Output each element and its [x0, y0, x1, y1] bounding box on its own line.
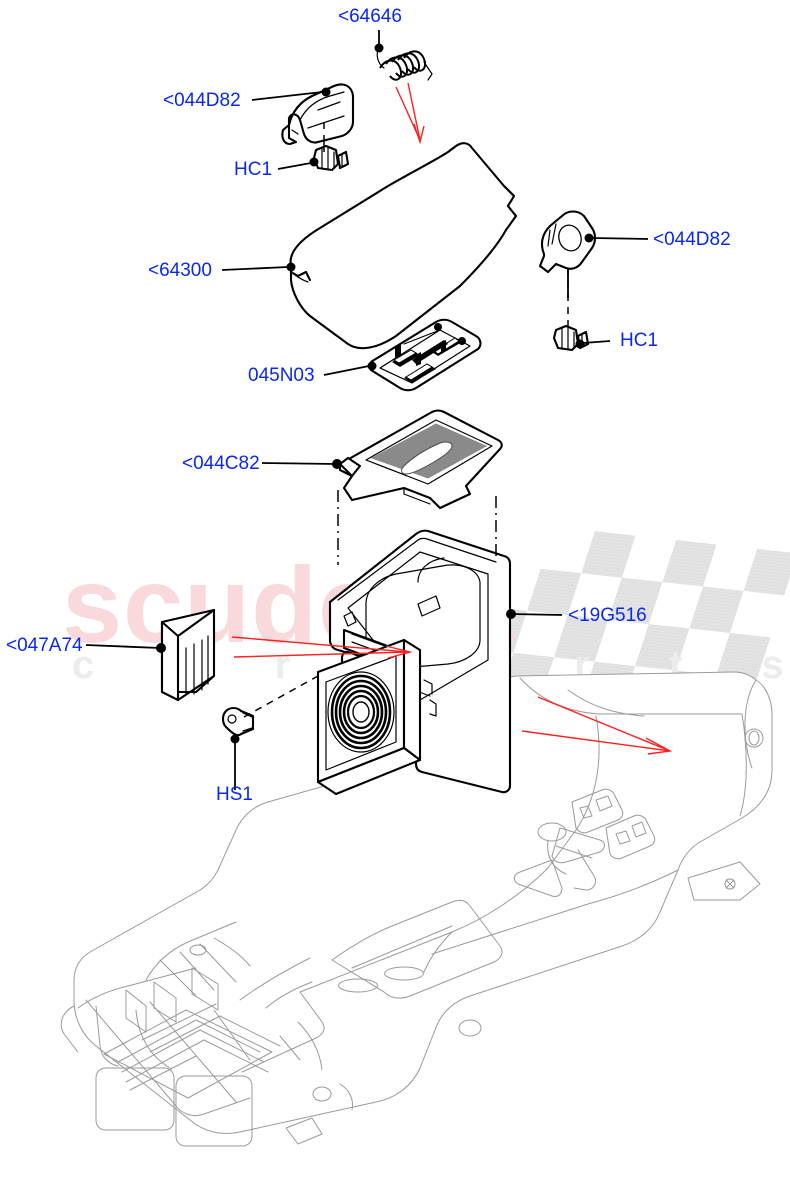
link-line-screw: [243, 675, 319, 718]
callout-label-64646[interactable]: <64646: [338, 6, 402, 27]
part-hinge-cover-left: [281, 83, 355, 146]
leader-64300: [221, 266, 289, 271]
highlight-arrow-lower: [521, 696, 673, 755]
callout-label-19g516[interactable]: <19G516: [568, 605, 647, 626]
callout-label-047a74[interactable]: <047A74: [6, 635, 83, 656]
part-armrest-lid: [286, 142, 518, 350]
speaker-cone-icon: [327, 671, 395, 753]
part-screw: [221, 706, 255, 744]
console-switch-panel: [331, 899, 503, 999]
callout-label-044c82[interactable]: <044C82: [182, 453, 260, 474]
leader-hc1-right: [582, 340, 611, 344]
console-gear-lever: [513, 788, 656, 897]
highlight-arrow-latch: [231, 636, 413, 659]
part-mounting-plate: [367, 318, 482, 392]
anchor-dot-047a74: [156, 643, 166, 653]
callout-labels: <64646 <044D82 HC1 <64300 <044D82 HC1 04…: [6, 6, 731, 805]
part-hinge-cover-right: [538, 210, 597, 274]
leader-044c82: [261, 462, 337, 465]
callout-label-045n03[interactable]: 045N03: [248, 365, 315, 386]
leader-044d82-left: [251, 91, 323, 101]
part-clip-right: [552, 324, 590, 352]
leader-hc1-left: [277, 162, 312, 170]
part-trim-panel: [338, 409, 503, 510]
callout-label-hs1[interactable]: HS1: [216, 784, 253, 805]
leader-044d82-right: [591, 237, 649, 240]
anchor-dot-044c82: [332, 459, 342, 469]
part-clip-left: [309, 144, 350, 172]
leader-19g516: [510, 613, 563, 616]
anchor-dot-19g516: [506, 609, 516, 619]
leader-047a74: [85, 644, 161, 649]
callout-label-044d82-right[interactable]: <044D82: [653, 229, 731, 250]
highlight-arrow-spring: [395, 82, 425, 145]
callout-label-64300[interactable]: <64300: [148, 260, 212, 281]
callout-label-hc1-left[interactable]: HC1: [234, 159, 272, 180]
callout-leaders: [85, 30, 649, 790]
part-stowage-divider: [160, 608, 216, 702]
callout-label-044d82-left[interactable]: <044D82: [163, 90, 241, 111]
callout-label-hc1-right[interactable]: HC1: [620, 330, 658, 351]
leader-045n03: [323, 365, 370, 376]
centre-console-assembly: [60, 671, 773, 1147]
part-spring: [374, 43, 433, 81]
part-console-speaker: [316, 638, 422, 796]
console-front-frame: [60, 921, 353, 1147]
